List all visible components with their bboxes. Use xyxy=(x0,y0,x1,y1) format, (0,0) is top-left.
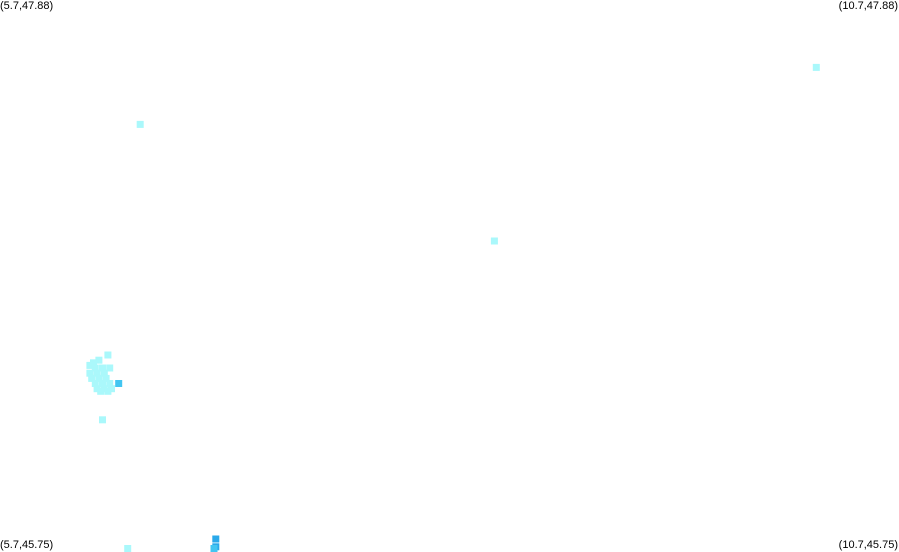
map-cell xyxy=(102,374,110,382)
map-cell xyxy=(106,380,114,387)
map-cell xyxy=(86,361,94,369)
map-cell xyxy=(212,535,220,543)
map-cell xyxy=(95,374,103,382)
map-cell xyxy=(100,369,108,377)
map-cell xyxy=(86,369,94,377)
map-cell xyxy=(97,387,105,395)
map-cell xyxy=(99,380,106,387)
map-cell xyxy=(108,385,115,393)
corner-label-bottom-left: (5.7,45.75) xyxy=(0,539,54,551)
map-cell xyxy=(100,385,108,393)
map-cell xyxy=(93,385,101,393)
map-cell xyxy=(210,545,218,552)
map-cell xyxy=(106,364,114,372)
map-cell xyxy=(812,63,820,71)
map-cell xyxy=(124,545,132,552)
corner-label-top-right: (10.7,47.88) xyxy=(838,0,898,12)
map-cell xyxy=(91,380,99,387)
map-cell xyxy=(93,369,101,377)
map-cell xyxy=(99,364,106,372)
map-cell xyxy=(91,364,99,372)
map-cell xyxy=(115,380,123,387)
map-cell xyxy=(490,237,498,245)
corner-label-bottom-right: (10.7,45.75) xyxy=(838,539,898,551)
map-cell xyxy=(104,387,112,395)
map-cell xyxy=(88,374,96,382)
map-cell xyxy=(104,351,112,359)
map-cell xyxy=(95,356,103,364)
corner-label-top-left: (5.7,47.88) xyxy=(0,0,54,12)
map-cell xyxy=(99,416,106,424)
map-cell xyxy=(136,120,144,128)
map-cell xyxy=(90,359,97,367)
